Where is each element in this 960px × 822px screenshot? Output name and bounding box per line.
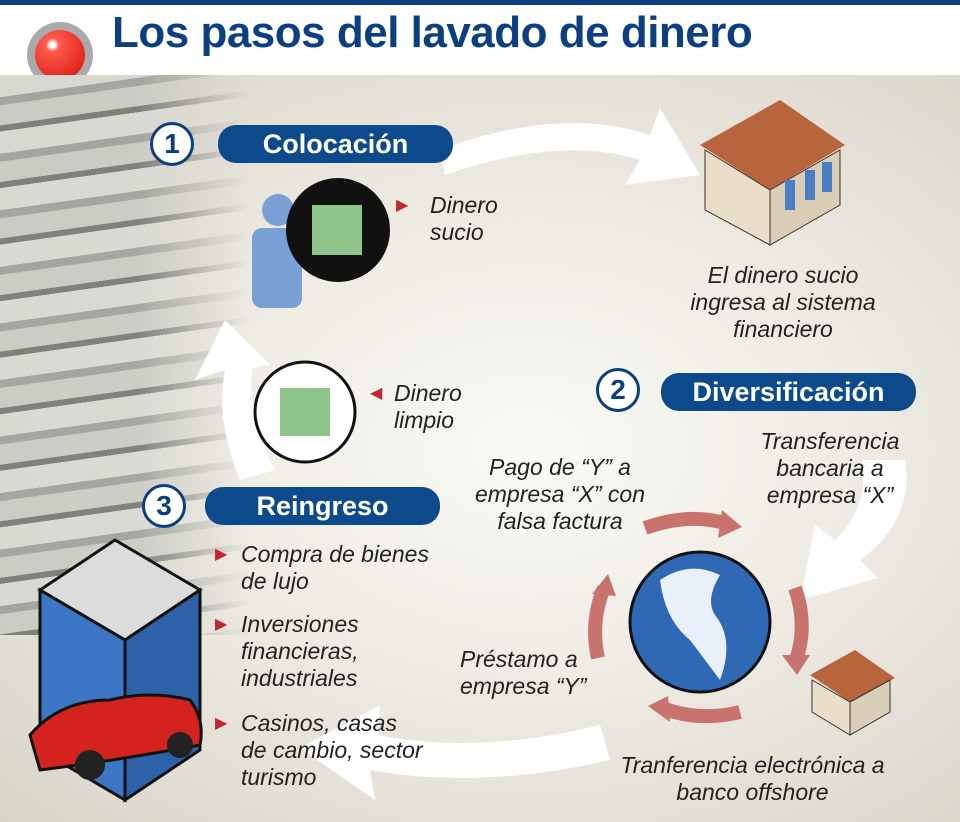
big-arrow-left (195, 320, 275, 480)
dirty-money-label: ▶Dinero sucio (396, 192, 498, 245)
reingreso-item-1: ▶Compra de bienes de lujo (215, 541, 429, 594)
big-arrow-top (440, 108, 700, 185)
big-arrow-bottom (300, 705, 610, 800)
top-border (0, 0, 960, 5)
bank-building-icon-top (700, 100, 845, 246)
step-number-3: 3 (142, 484, 186, 528)
clean-money-icon (253, 360, 357, 464)
loan-label: Préstamo a empresa “Y” (460, 646, 587, 699)
bullet-icon: ▶ (215, 546, 228, 563)
red-car-icon (28, 693, 203, 780)
title-bar (0, 5, 960, 75)
bank-transfer-label: Transferencia bancaria a empresa “X” (760, 428, 900, 508)
step-number-1: 1 (150, 122, 194, 166)
globe-icon (628, 550, 772, 694)
electronic-transfer-label: Tranferencia electrónica a banco offshor… (620, 752, 885, 805)
step-label-diversificacion: Diversificación (661, 373, 916, 411)
bullet-icon: ◀ (370, 385, 383, 402)
bullet-icon: ▶ (215, 715, 228, 732)
reingreso-item-2: ▶Inversiones financieras, industriales (215, 611, 359, 691)
step-label-colocacion: Colocación (218, 125, 453, 163)
offshore-bank-icon (810, 650, 895, 736)
bullet-icon: ▶ (396, 197, 409, 214)
big-arrow-right (800, 460, 907, 600)
enters-financial-system-label: El dinero sucio ingresa al sistema finan… (690, 262, 876, 342)
step-label-reingreso: Reingreso (205, 487, 440, 525)
reingreso-item-3: ▶Casinos, casas de cambio, sector turism… (215, 710, 423, 790)
dirty-money-icon (286, 178, 390, 282)
bullet-icon: ▶ (215, 616, 228, 633)
false-invoice-label: Pago de “Y” a empresa “X” con falsa fact… (474, 454, 645, 534)
step-number-2: 2 (596, 368, 640, 412)
page-title: Los pasos del lavado de dinero (112, 8, 753, 57)
clean-money-label: ◀Dinero limpio (370, 380, 462, 433)
